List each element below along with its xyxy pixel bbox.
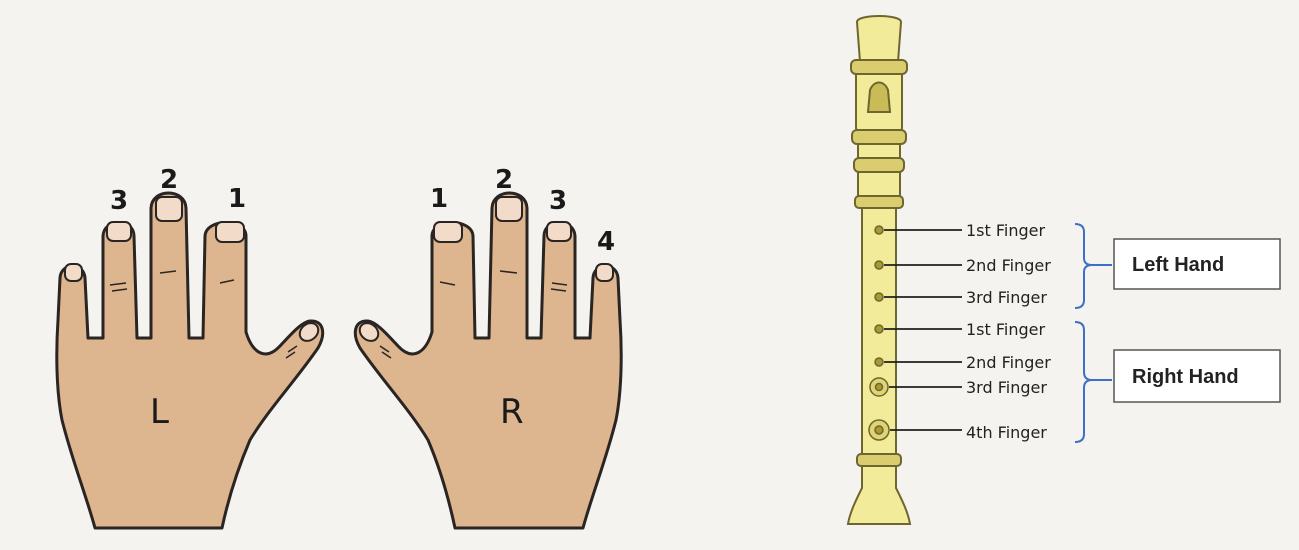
recorder-bell	[848, 466, 910, 524]
left-nail-ring	[107, 222, 131, 241]
recorder-window	[868, 83, 890, 113]
left-hand-box-label: Left Hand	[1132, 254, 1224, 276]
right-finger-number-3: 3	[549, 186, 567, 216]
right-nail-index	[434, 222, 462, 242]
recorder-middle-ring	[854, 158, 904, 172]
hole-left-3	[875, 293, 883, 301]
right-finger-number-1: 1	[430, 184, 448, 214]
right-finger-number-2: 2	[495, 165, 513, 195]
right-group-bracket	[1075, 322, 1092, 442]
hole-right-3-inner	[876, 384, 883, 391]
left-group-bracket	[1075, 224, 1092, 308]
left-finger-number-3: 3	[110, 186, 128, 216]
recorder-foot-ring	[857, 454, 901, 466]
right-group-finger-1: 1st Finger	[966, 320, 1046, 339]
left-nail-index	[216, 222, 244, 242]
left-finger-number-1: 1	[228, 184, 246, 214]
recorder-head-ring-bottom	[852, 130, 906, 144]
right-hand-letter: R	[500, 392, 524, 432]
right-nail-pinky	[596, 264, 613, 281]
left-group-finger-2: 2nd Finger	[966, 256, 1051, 275]
recorder-finger-labels: 1st Finger 2nd Finger 3rd Finger 1st Fin…	[966, 221, 1051, 442]
left-hand: L 3 2 1	[57, 165, 323, 528]
recorder-body-upper	[858, 172, 900, 198]
hole-right-2	[875, 358, 883, 366]
hole-left-2	[875, 261, 883, 269]
left-group-finger-1: 1st Finger	[966, 221, 1046, 240]
left-hand-letter: L	[150, 392, 169, 432]
right-hand-box: Right Hand	[1114, 350, 1280, 402]
left-finger-number-2: 2	[160, 165, 178, 195]
left-nail-middle	[156, 197, 182, 221]
left-nail-pinky	[65, 264, 82, 281]
left-group-finger-3: 3rd Finger	[966, 288, 1047, 307]
left-hand-box: Left Hand	[1114, 239, 1280, 289]
recorder-body-ring	[855, 196, 903, 208]
recorder-head-ring-top	[851, 60, 907, 74]
right-finger-number-4: 4	[597, 227, 615, 257]
recorder	[848, 16, 910, 524]
right-hand-outline	[355, 193, 621, 528]
right-group-finger-3: 3rd Finger	[966, 378, 1047, 397]
group-brackets	[1075, 224, 1112, 442]
right-nail-middle	[496, 197, 522, 221]
hole-right-1	[875, 325, 883, 333]
recorder-mouthpiece	[857, 16, 901, 62]
right-nail-ring	[547, 222, 571, 241]
right-hand: R 1 2 3 4	[355, 165, 621, 528]
right-hand-box-label: Right Hand	[1132, 366, 1239, 388]
left-hand-outline	[57, 193, 323, 528]
right-group-finger-4: 4th Finger	[966, 423, 1047, 442]
hole-right-4-inner	[875, 426, 883, 434]
hole-left-1	[875, 226, 883, 234]
right-group-finger-2: 2nd Finger	[966, 353, 1051, 372]
